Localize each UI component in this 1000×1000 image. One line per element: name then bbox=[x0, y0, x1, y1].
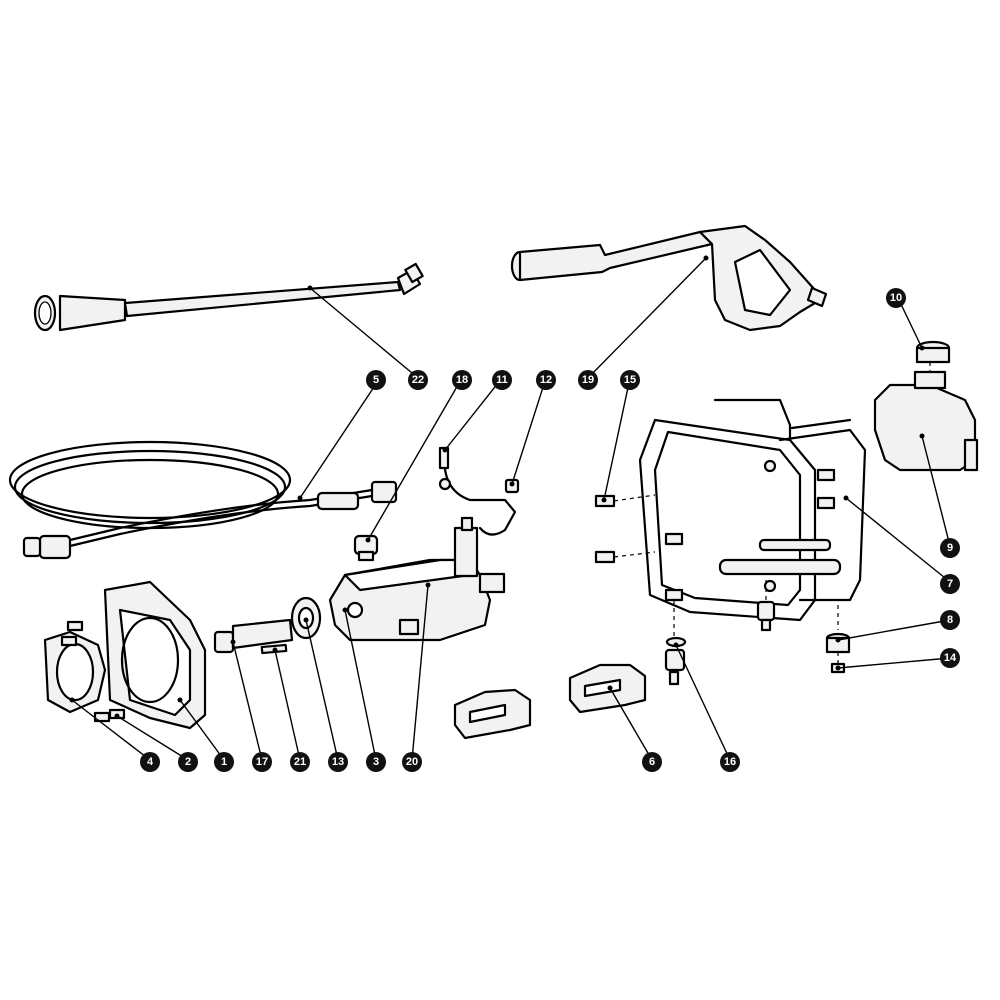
svg-text:5: 5 bbox=[373, 374, 379, 386]
callout-11: 11 bbox=[492, 370, 512, 390]
foot bbox=[825, 632, 851, 654]
frame-bolts bbox=[594, 459, 836, 602]
callout-22: 22 bbox=[408, 370, 428, 390]
svg-text:22: 22 bbox=[412, 374, 424, 386]
svg-text:10: 10 bbox=[890, 292, 902, 304]
callout-3: 3 bbox=[366, 752, 386, 772]
callout-2: 2 bbox=[178, 752, 198, 772]
callout-18: 18 bbox=[452, 370, 472, 390]
pump-body bbox=[328, 516, 506, 642]
callout-5: 5 bbox=[366, 370, 386, 390]
svg-text:14: 14 bbox=[944, 652, 957, 664]
svg-text:7: 7 bbox=[947, 578, 953, 590]
bypass-tube bbox=[438, 446, 517, 536]
spray-wand bbox=[33, 262, 424, 332]
svg-text:15: 15 bbox=[624, 374, 636, 386]
callout-15: 15 bbox=[620, 370, 640, 390]
callout-17: 17 bbox=[252, 752, 272, 772]
rubber-feet bbox=[664, 600, 776, 686]
callout-1: 1 bbox=[214, 752, 234, 772]
callout-10: 10 bbox=[886, 288, 906, 308]
callout-7: 7 bbox=[940, 574, 960, 594]
pump-housing bbox=[103, 580, 207, 730]
callout-19: 19 bbox=[578, 370, 598, 390]
callout-9: 9 bbox=[940, 538, 960, 558]
callout-20: 20 bbox=[402, 752, 422, 772]
callout-16: 16 bbox=[720, 752, 740, 772]
svg-text:16: 16 bbox=[724, 756, 736, 768]
cover-right bbox=[568, 663, 647, 714]
svg-text:2: 2 bbox=[185, 756, 191, 768]
svg-text:21: 21 bbox=[294, 756, 306, 768]
tank-cap bbox=[915, 340, 951, 364]
high-pressure-hose bbox=[8, 440, 398, 560]
detergent-tank bbox=[873, 370, 979, 472]
callout-8: 8 bbox=[940, 610, 960, 630]
svg-text:11: 11 bbox=[496, 374, 508, 386]
frame bbox=[638, 398, 867, 622]
svg-text:13: 13 bbox=[332, 756, 344, 768]
svg-text:3: 3 bbox=[373, 756, 379, 768]
svg-text:6: 6 bbox=[649, 756, 655, 768]
callout-4: 4 bbox=[140, 752, 160, 772]
svg-text:12: 12 bbox=[540, 374, 552, 386]
callout-12: 12 bbox=[536, 370, 556, 390]
alignment-lines bbox=[613, 362, 931, 664]
fitting bbox=[353, 534, 379, 562]
leader-lines bbox=[69, 255, 951, 761]
callout-13: 13 bbox=[328, 752, 348, 772]
callout-21: 21 bbox=[290, 752, 310, 772]
spray-gun bbox=[510, 224, 828, 332]
svg-text:18: 18 bbox=[456, 374, 468, 386]
svg-text:17: 17 bbox=[256, 756, 268, 768]
cover-left bbox=[453, 688, 532, 740]
drive-shaft bbox=[213, 618, 294, 654]
svg-text:8: 8 bbox=[947, 614, 953, 626]
svg-text:1: 1 bbox=[221, 756, 227, 768]
svg-text:9: 9 bbox=[947, 542, 953, 554]
svg-text:4: 4 bbox=[147, 756, 154, 768]
callout-14: 14 bbox=[940, 648, 960, 668]
svg-text:20: 20 bbox=[406, 756, 418, 768]
callout-6: 6 bbox=[642, 752, 662, 772]
svg-text:19: 19 bbox=[582, 374, 594, 386]
